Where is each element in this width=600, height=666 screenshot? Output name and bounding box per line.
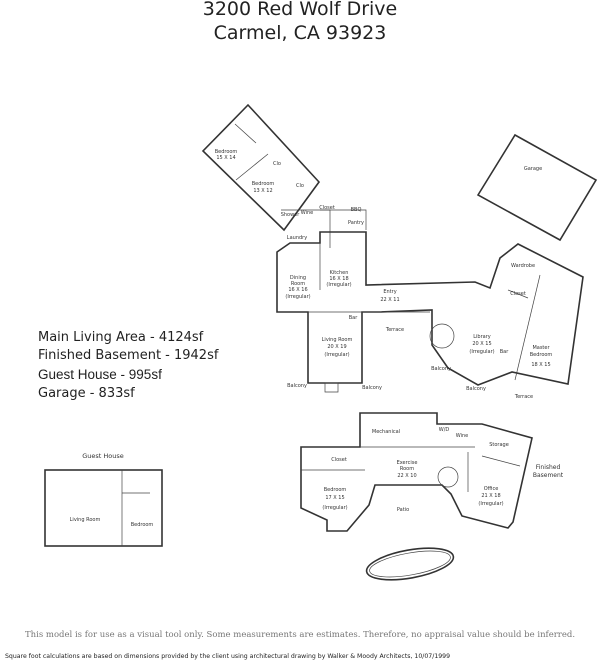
room-label: Living Room <box>322 337 353 343</box>
room-note: (Irregular) <box>326 282 351 288</box>
source-note: Square foot calculations are based on di… <box>5 653 451 660</box>
upper-wing <box>201 103 367 248</box>
balcony-label: Balcony <box>287 383 307 389</box>
room-label: Mechanical <box>372 429 400 435</box>
room-label: Clo <box>296 183 304 189</box>
room-label: Exercise <box>397 460 418 466</box>
room-label: Bedroom <box>530 352 553 358</box>
level-label: Finished <box>536 464 561 471</box>
room-dim: 16 X 18 <box>329 276 348 282</box>
room-label: Patio <box>397 507 409 513</box>
room-dim: 22 X 11 <box>380 297 399 303</box>
room-label: Bedroom <box>215 149 238 155</box>
room-label: Closet <box>510 291 526 297</box>
room-label: Wardrobe <box>511 263 535 269</box>
room-dim: 20 X 19 <box>327 344 346 350</box>
address-line-1: 3200 Red Wolf Drive <box>202 0 398 20</box>
room-dim: 16 X 16 <box>288 287 307 293</box>
room-label: Bedroom <box>252 181 275 187</box>
room-label: Bedroom <box>131 522 154 528</box>
room-label: Office <box>484 486 499 492</box>
room-label: Living Room <box>70 517 101 523</box>
room-dim: 21 X 18 <box>481 493 500 499</box>
room-dim: 22 X 10 <box>397 473 416 479</box>
room-dim: 15 X 14 <box>216 155 235 161</box>
garage-outline <box>476 133 598 242</box>
room-note: (Irregular) <box>478 501 503 507</box>
room-label: Bar <box>349 315 358 321</box>
room-label: BBQ <box>351 207 362 213</box>
room-dim: 18 X 15 <box>531 362 550 368</box>
room-label: W/D <box>439 427 450 433</box>
room-label: Laundry <box>287 235 307 241</box>
room-label: Entry <box>383 289 396 295</box>
address-line-2: Carmel, CA 93923 <box>213 22 387 44</box>
room-label: Master <box>532 345 550 351</box>
room-label: Bar <box>500 349 509 355</box>
room-dim: 17 X 15 <box>325 495 344 501</box>
balcony-label: Balcony <box>362 385 382 391</box>
room-note: (Irregular) <box>285 294 310 300</box>
room-label: Bedroom <box>324 487 347 493</box>
balcony-label: Balcony <box>466 386 486 392</box>
disclaimer: This model is for use as a visual tool o… <box>24 630 576 640</box>
room-label: Terrace <box>385 327 404 333</box>
main-area-label: Main Living Area - 4124sf <box>38 330 204 345</box>
room-label: Clo <box>273 161 281 167</box>
room-note: (Irregular) <box>469 349 494 355</box>
room-label: Shower <box>281 212 301 218</box>
room-label: Wine <box>456 433 468 439</box>
room-label: Kitchen <box>330 270 349 276</box>
basement-area-label: Finished Basement - 1942sf <box>38 348 219 363</box>
level-label: Basement <box>533 472 564 479</box>
room-note: (Irregular) <box>322 505 347 511</box>
basement-level <box>300 412 533 581</box>
balcony-label: Balcony <box>431 366 451 372</box>
room-label: Closet <box>319 205 335 211</box>
guest-area-label: Guest House - 995sf <box>38 367 162 382</box>
room-label: Dining <box>290 275 306 281</box>
room-label: Garage <box>524 166 542 172</box>
room-label: Wine <box>301 210 313 216</box>
guest-house-title: Guest House <box>82 452 124 460</box>
room-label: Pantry <box>348 220 364 226</box>
room-label: Room <box>400 466 414 472</box>
garage-area-label: Garage - 833sf <box>38 386 135 401</box>
room-note: (Irregular) <box>324 352 349 358</box>
room-label: Library <box>473 334 491 340</box>
room-label: Closet <box>331 457 347 463</box>
room-label: Room <box>291 281 305 287</box>
guest-house <box>44 469 163 547</box>
main-level <box>276 231 584 393</box>
room-dim: 13 X 12 <box>253 188 272 194</box>
room-dim: 20 X 15 <box>472 341 491 347</box>
room-label: Storage <box>489 442 509 448</box>
room-label: Terrace <box>514 394 533 400</box>
